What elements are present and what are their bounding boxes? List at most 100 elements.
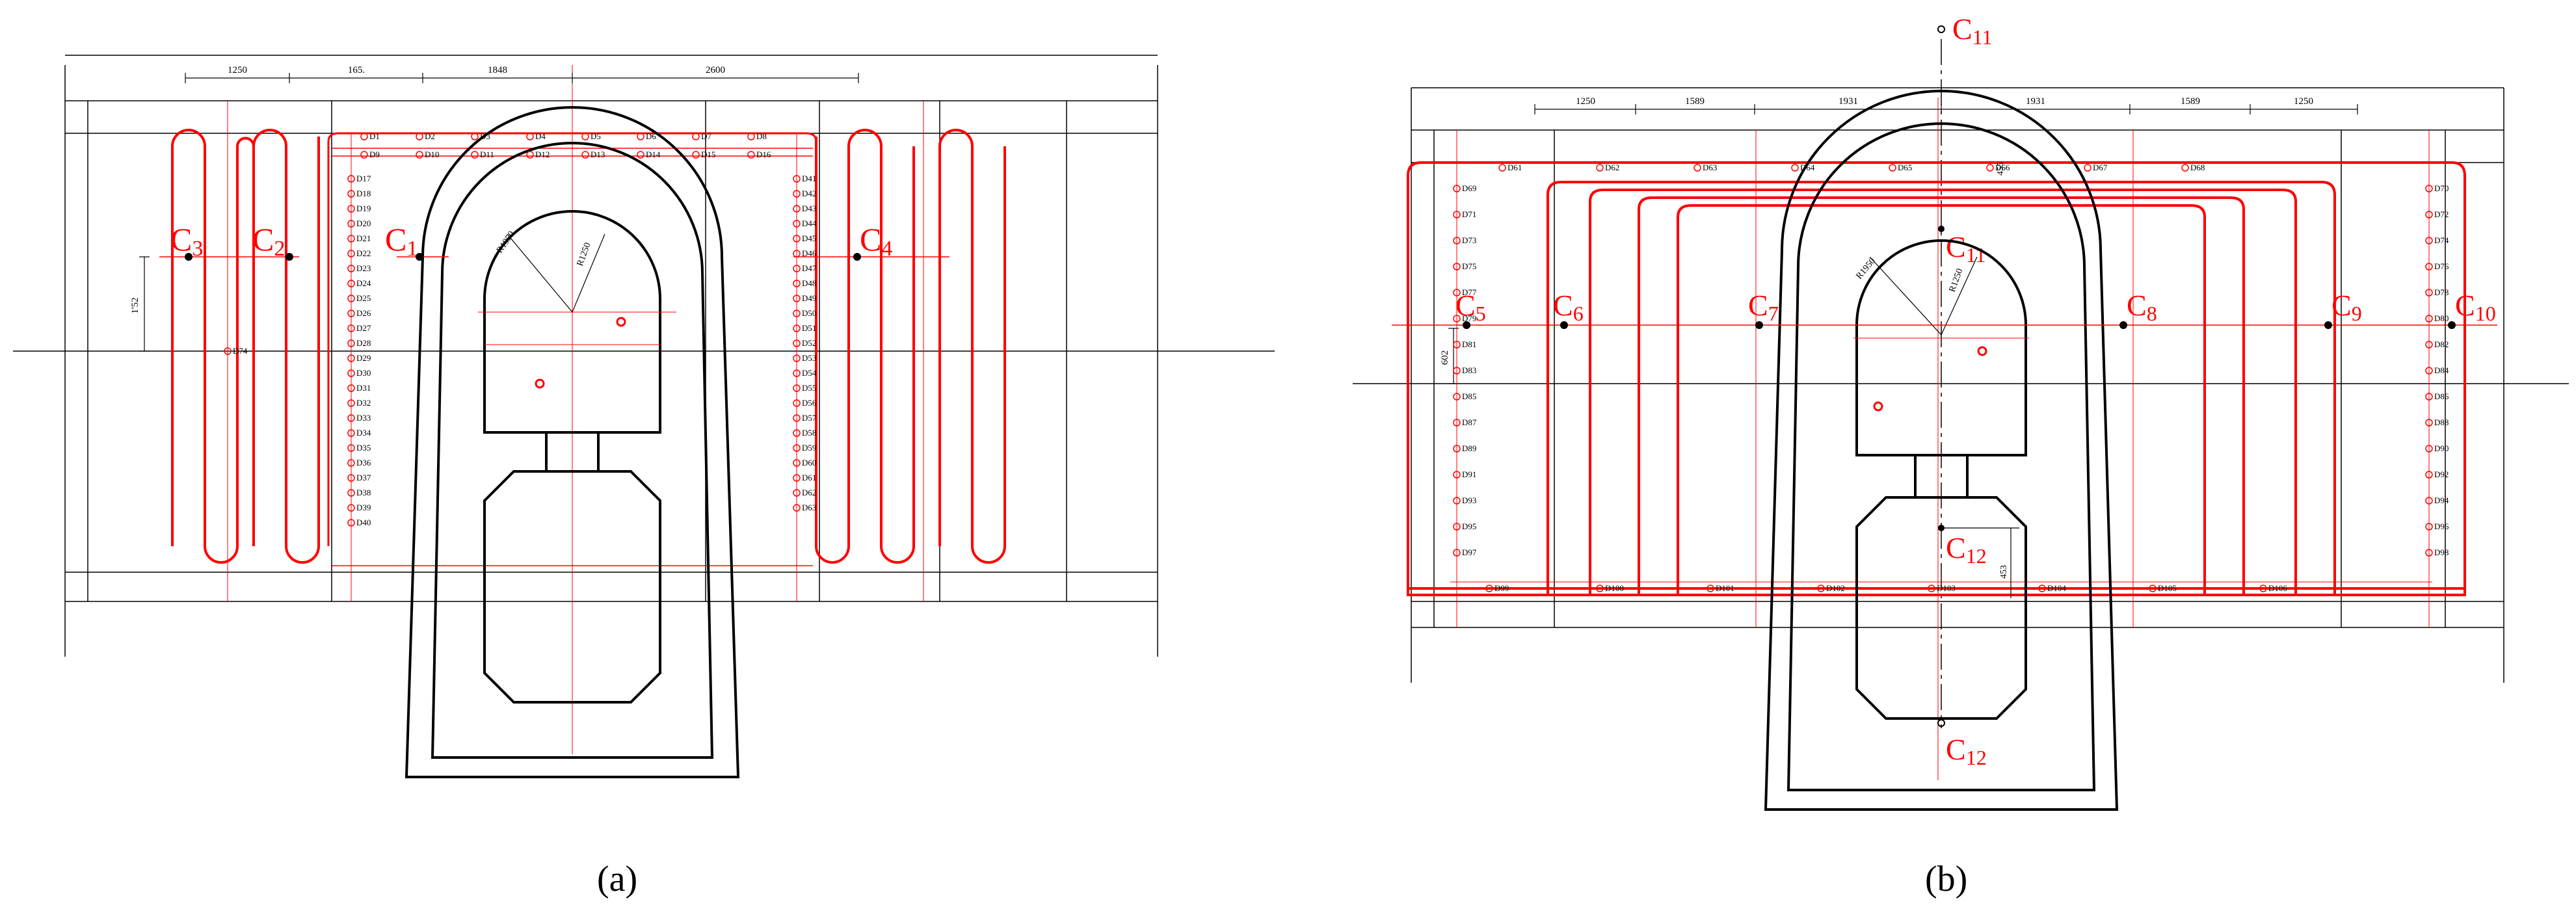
measuring-point-label: D69 [1462,183,1476,193]
c11-inner-point [1938,226,1945,232]
measuring-point-label: D70 [2434,183,2449,193]
measuring-point-label: D63 [1703,163,1717,172]
measuring-point-label: D19 [356,204,371,213]
measuring-point-label: D62 [802,488,816,497]
measuring-point-marker [347,250,355,257]
measuring-point-marker [1453,289,1461,296]
measuring-point-marker [347,384,355,392]
thin-red-lines-a [227,101,924,601]
measuring-point-label: D2 [425,131,435,141]
measuring-point-label: D59 [802,443,816,453]
top-pipe-a [327,132,817,546]
measuring-point-marker [793,324,801,332]
measuring-point-label: D47 [802,263,817,273]
measuring-point-marker [793,310,801,317]
measuring-point-marker [347,235,355,243]
measuring-point-marker [692,151,700,159]
case-label-c8: C8 [2127,289,2157,325]
structure-frame-a [64,55,1158,657]
measuring-point-label: D41 [802,174,816,183]
radius-label-a-2: R1250 [576,241,593,267]
measuring-point-label: D12 [535,150,550,159]
measuring-point-marker [2425,289,2433,296]
measuring-point-marker [793,474,801,482]
dim-a-4: 2600 [706,65,725,75]
measuring-point-label: D56 [802,398,817,408]
measuring-point-marker [347,175,355,183]
measuring-point-label: D79 [1462,313,1476,323]
measuring-point-marker [793,220,801,228]
measuring-point-label: D65 [1898,163,1912,172]
measuring-point-label: D58 [802,428,816,438]
measuring-point-label: D10 [425,150,439,159]
measuring-point-label: D24 [356,278,371,288]
tunnel-outer-a [405,106,740,778]
measuring-point-marker [347,444,355,452]
measuring-point-label: D22 [356,248,371,258]
measuring-point-label: D83 [1462,365,1476,375]
measuring-point-marker [793,504,801,512]
vdim-b-2: 453 [1999,565,2009,579]
measuring-point-marker [347,220,355,228]
measuring-point-marker [347,280,355,287]
measuring-point-marker [1453,211,1461,218]
measuring-point-label: D63 [802,503,816,512]
measuring-point-marker [2425,393,2433,401]
measuring-point-marker [793,459,801,467]
measuring-point-marker [347,265,355,272]
measuring-point-label: D15 [701,150,715,159]
measuring-point-marker [2181,164,2189,172]
measuring-point-label: D28 [356,338,371,348]
measuring-point-label: D33 [356,413,371,423]
measuring-point-label: D68 [2190,163,2205,172]
measuring-point-marker [1693,164,1701,172]
measuring-point-label: D106 [2268,583,2287,593]
nested-red-pipes-b [1407,161,2466,596]
measuring-point-label: D37 [356,473,371,482]
measuring-point-marker [747,151,755,159]
measuring-point-label: D92 [2434,469,2449,479]
measuring-point-label: D36 [356,458,371,468]
case-label-c1: C1 [385,221,418,261]
measuring-point-marker [581,151,589,159]
measuring-point-label: D16 [756,150,771,159]
case-label-c10: C10 [2455,289,2496,325]
measuring-point-marker [793,489,801,497]
measuring-point-label: D71 [1462,209,1476,219]
measuring-point-label: D49 [802,293,816,303]
radius-label-b-1: R1950 [1855,256,1878,281]
measuring-point-marker [793,414,801,422]
measuring-point-marker [2425,367,2433,375]
measuring-point-marker [1453,445,1461,453]
measuring-point-label: D42 [802,189,816,198]
caption-a: (a) [597,859,638,899]
measuring-point-marker [2425,445,2433,453]
measuring-point-marker [1453,523,1461,531]
measuring-point-label: D95 [1462,521,1476,531]
measuring-point-label: D26 [356,308,371,318]
measuring-point-marker [347,295,355,302]
measuring-point-marker [2425,497,2433,505]
structure-frame-b [1411,87,2504,683]
radius-lines-a [507,233,605,313]
measuring-point-label: D101 [1716,583,1734,593]
measuring-point-label: D23 [356,263,371,273]
dim-b-1: 1250 [1576,96,1595,107]
tunnel-inner-b [1786,122,2096,791]
dim-b-4: 1931 [2026,96,2045,107]
measuring-point-marker [793,384,801,392]
measuring-point-marker [793,339,801,347]
measuring-point-marker [1453,341,1461,349]
case-label-c2: C2 [252,221,285,261]
measuring-point-marker [2084,164,2091,172]
measuring-point-marker [1596,164,1604,172]
case-label-c11-inner: C11 [1946,230,1986,267]
measuring-point-marker [347,459,355,467]
measuring-point-label: D74 [233,346,248,356]
octagon-body-b [1855,496,2027,720]
measuring-point-marker [793,354,801,362]
measuring-point-label: D102 [1826,583,1845,593]
measuring-point-marker [1453,419,1461,427]
measuring-point-marker [347,369,355,377]
